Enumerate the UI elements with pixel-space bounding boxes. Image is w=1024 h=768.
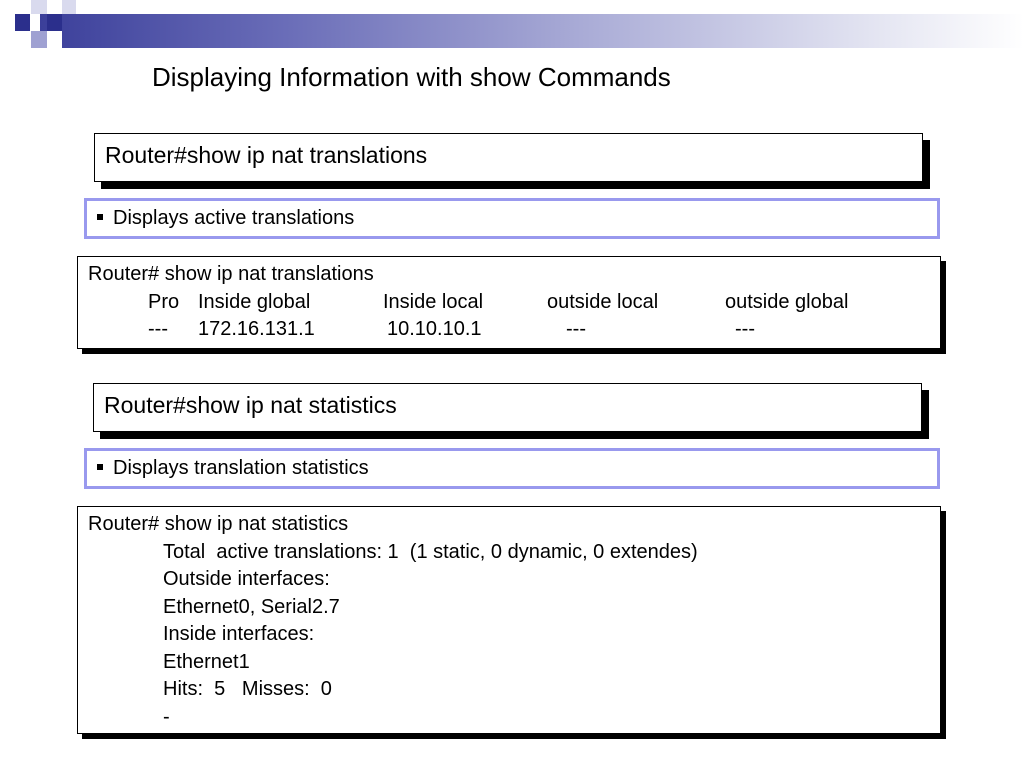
decor-square [0, 0, 15, 15]
output-data-row: --- 172.16.131.1 10.10.10.1 --- --- [88, 316, 930, 344]
decor-square [47, 14, 62, 31]
cell-inside-local: 10.10.10.1 [387, 318, 482, 340]
output-box-statistics: Router# show ip nat statistics Total act… [77, 506, 941, 734]
header-inside-global: Inside global [198, 290, 311, 313]
output-prompt-line: Router# show ip nat translations [88, 263, 374, 285]
decor-square [15, 14, 30, 31]
description-text: Displays translation statistics [113, 457, 369, 479]
description-box-statistics: Displays translation statistics [84, 448, 940, 489]
command-text: Router#show ip nat translations [105, 142, 428, 168]
bullet-icon [97, 463, 103, 470]
output-line: - [163, 705, 170, 728]
output-line: Total active translations: 1 (1 static, … [163, 540, 698, 563]
output-line: Outside interfaces: [163, 568, 330, 590]
description-box-translations: Displays active translations [84, 198, 940, 239]
output-prompt-line: Router# show ip nat statistics [88, 513, 349, 535]
description-text: Displays active translations [113, 207, 355, 229]
output-line: Inside interfaces: [163, 623, 315, 645]
command-box-translations: Router#show ip nat translations [94, 133, 923, 182]
header-gradient-bar [40, 14, 1024, 48]
header-pro: Pro [148, 290, 180, 313]
header-outside-local: outside local [547, 290, 659, 313]
decor-square [62, 0, 76, 14]
decor-square [47, 31, 62, 48]
output-line: Hits: 5 Misses: 0 [163, 678, 332, 700]
cell-outside-local: --- [566, 318, 586, 340]
bullet-icon [97, 213, 103, 220]
cell-outside-global: --- [735, 318, 755, 340]
command-box-statistics: Router#show ip nat statistics [93, 383, 922, 432]
header-inside-local: Inside local [383, 290, 484, 313]
output-header-row: Pro Inside global Inside local outside l… [88, 289, 930, 317]
output-line: Ethernet1 [163, 650, 250, 673]
output-box-translations: Router# show ip nat translations Pro Ins… [77, 256, 941, 349]
header-outside-global: outside global [725, 290, 849, 313]
decor-square [31, 31, 47, 48]
cell-inside-global: 172.16.131.1 [198, 318, 315, 340]
output-line: Ethernet0, Serial2.7 [163, 595, 340, 618]
command-text: Router#show ip nat statistics [104, 392, 397, 418]
slide-title: Displaying Information with show Command… [152, 62, 671, 92]
decor-square [31, 0, 47, 14]
cell-pro: --- [148, 318, 168, 340]
